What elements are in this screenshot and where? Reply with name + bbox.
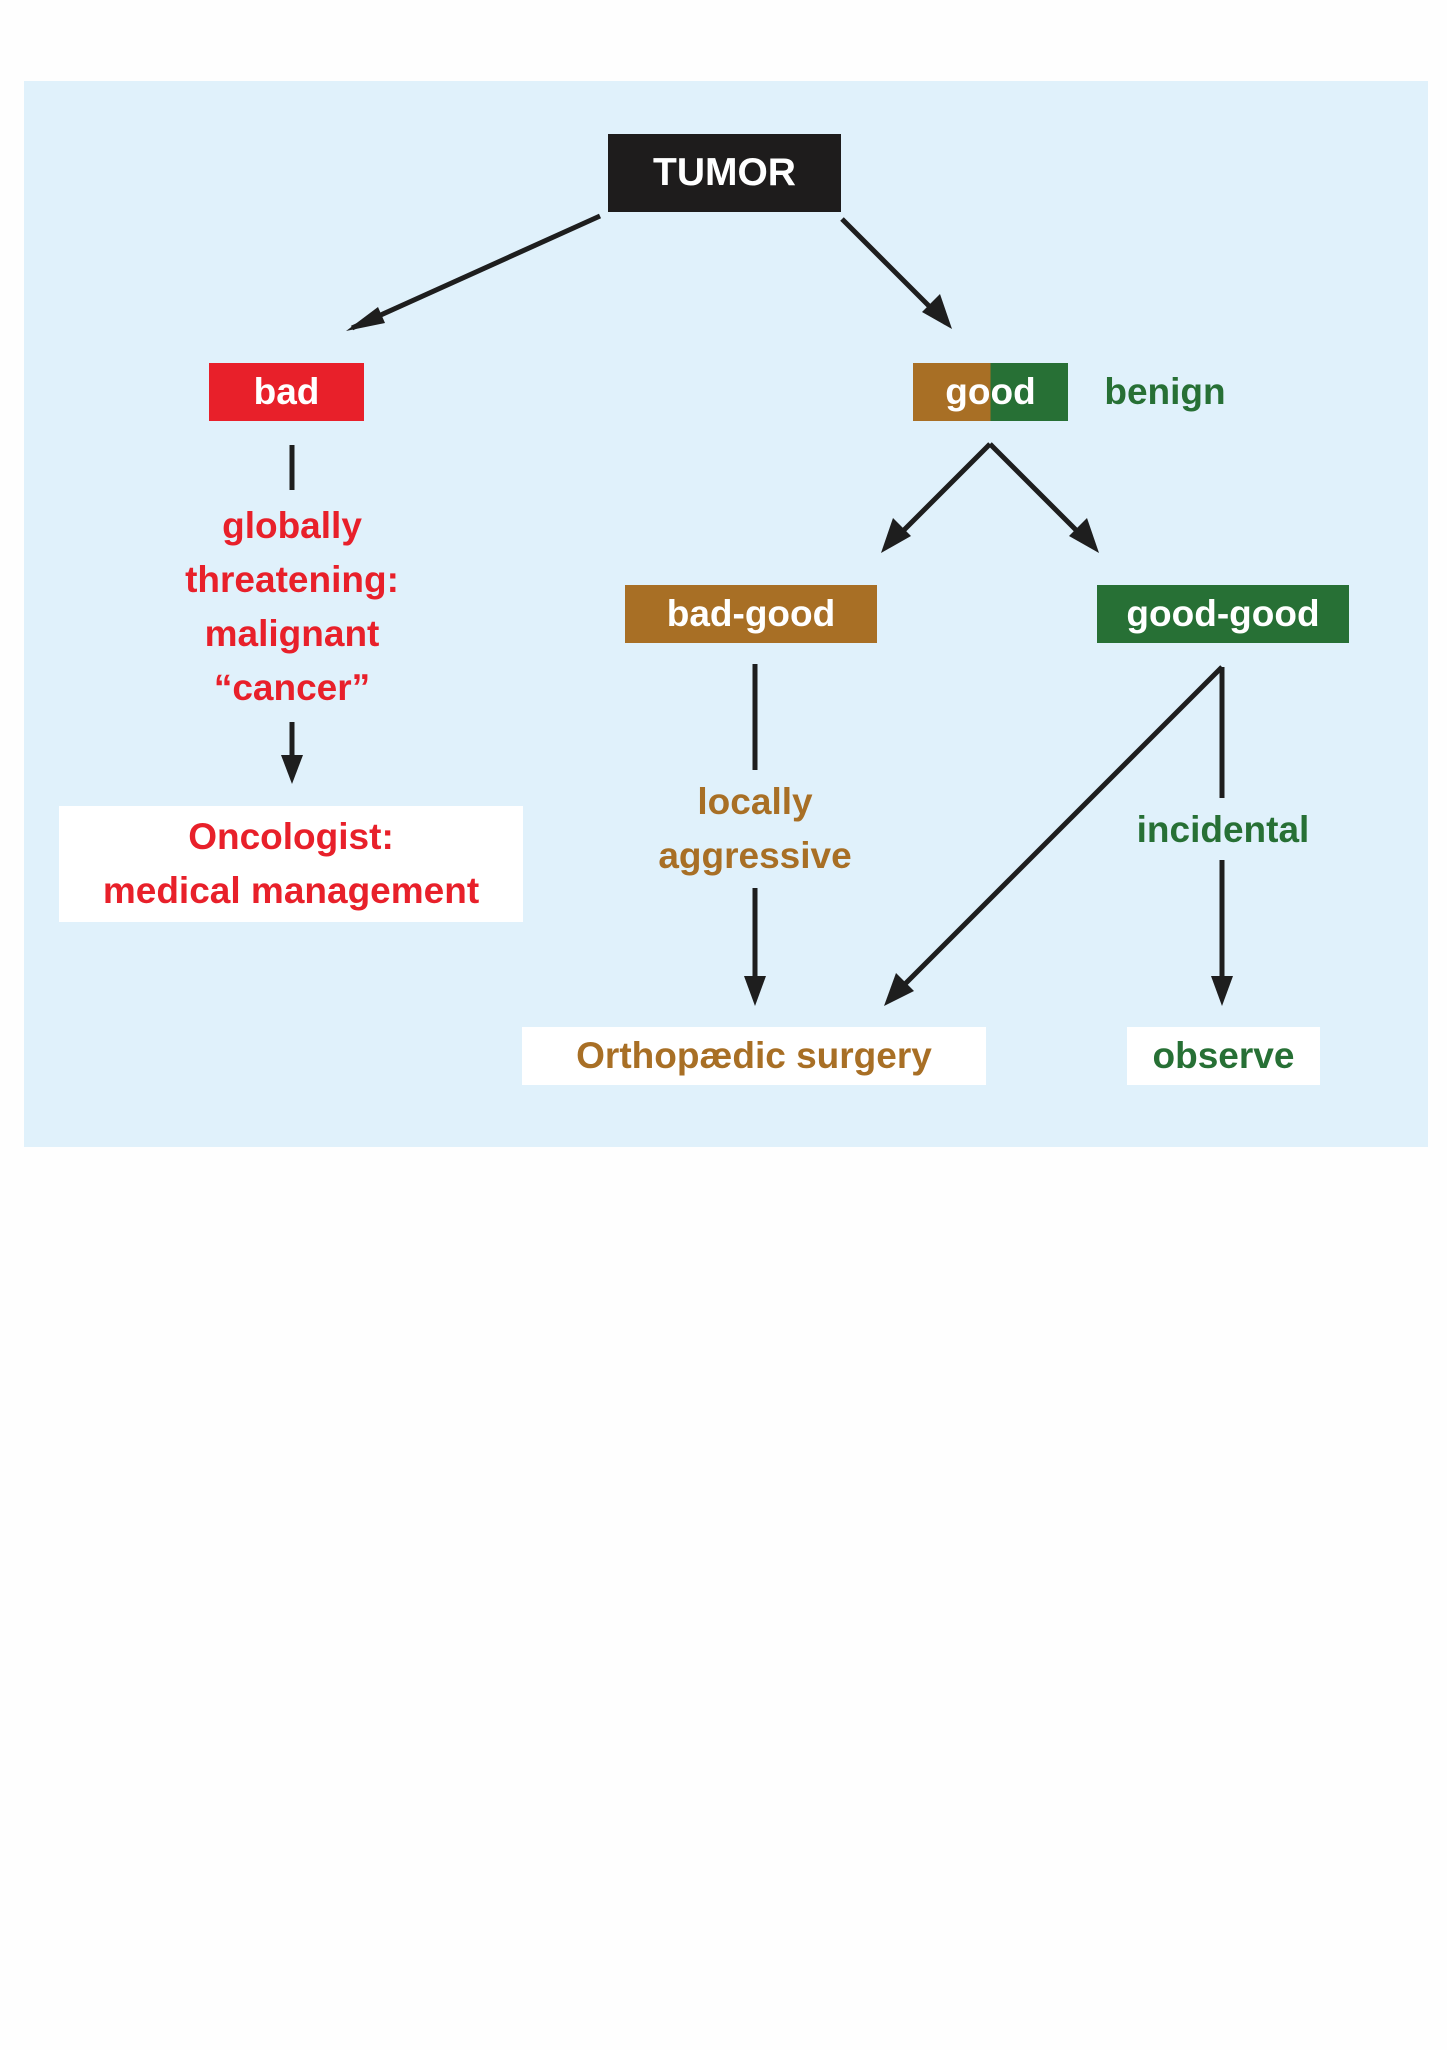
bad-description-line-3: malignant <box>204 613 380 654</box>
bad-good-label: bad-good <box>666 593 836 634</box>
arrowhead-bad-good <box>881 518 911 553</box>
locally-aggressive-line-2: aggressive <box>658 835 852 876</box>
bad-description-line-1: globally <box>222 505 362 546</box>
bad-label: bad <box>253 371 320 412</box>
edge-good-good-to-orthopaedic <box>889 665 1224 1000</box>
arrowhead-oncologist <box>281 755 303 784</box>
benign-label: benign <box>1104 371 1226 412</box>
orthopaedic-label: Orthopædic surgery <box>576 1035 932 1076</box>
arrowhead-good-good <box>1069 518 1099 553</box>
edge-good-to-bad-good <box>887 442 992 547</box>
observe-box <box>1127 1027 1320 1085</box>
arrowhead-orthopaedic-left <box>744 976 766 1006</box>
good-good-label: good-good <box>1126 593 1320 634</box>
observe-label: observe <box>1152 1035 1295 1076</box>
bad-description-line-2: threatening: <box>185 559 399 600</box>
arrowhead-good <box>922 294 952 329</box>
incidental-label: incidental <box>1107 804 1339 856</box>
edge-good-to-good-good <box>988 442 1093 547</box>
oncologist-line-2: medical management <box>102 870 480 911</box>
bad-node: bad <box>209 363 364 421</box>
bad-good-node: bad-good <box>625 585 877 643</box>
good-label-part2: od <box>990 371 1036 412</box>
tumor-label: TUMOR <box>653 151 796 194</box>
bad-description-line-4: “cancer” <box>213 667 371 708</box>
oncologist-box <box>59 806 523 922</box>
good-label-part1: go <box>945 371 991 412</box>
oncologist-line-1: Oncologist: <box>188 816 394 857</box>
arrowhead-observe <box>1211 976 1233 1006</box>
arrowhead-bad <box>346 307 385 331</box>
tumor-node: TUMOR <box>608 134 841 212</box>
locally-aggressive-line-1: locally <box>697 781 813 822</box>
arrowhead-orthopaedic-right <box>884 973 914 1006</box>
good-good-node: good-good <box>1097 585 1349 643</box>
orthopaedic-box <box>522 1027 986 1085</box>
edge-tumor-to-bad <box>350 213 602 331</box>
